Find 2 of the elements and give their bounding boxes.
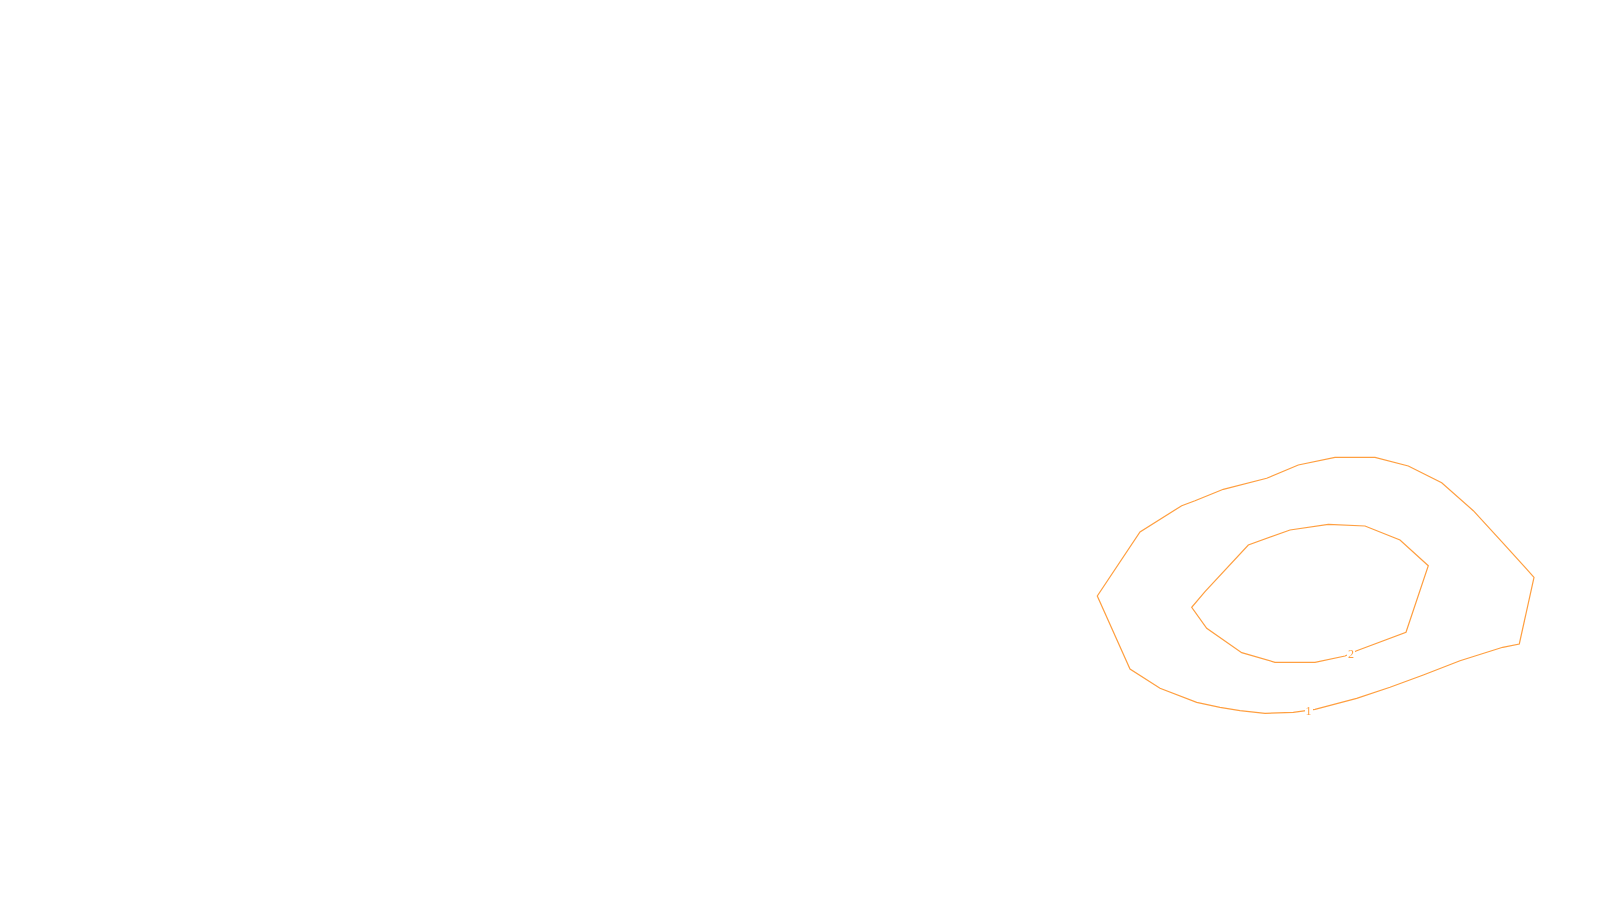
contour-label: 2 — [1347, 648, 1355, 660]
contour-label: 1 — [1304, 705, 1313, 717]
